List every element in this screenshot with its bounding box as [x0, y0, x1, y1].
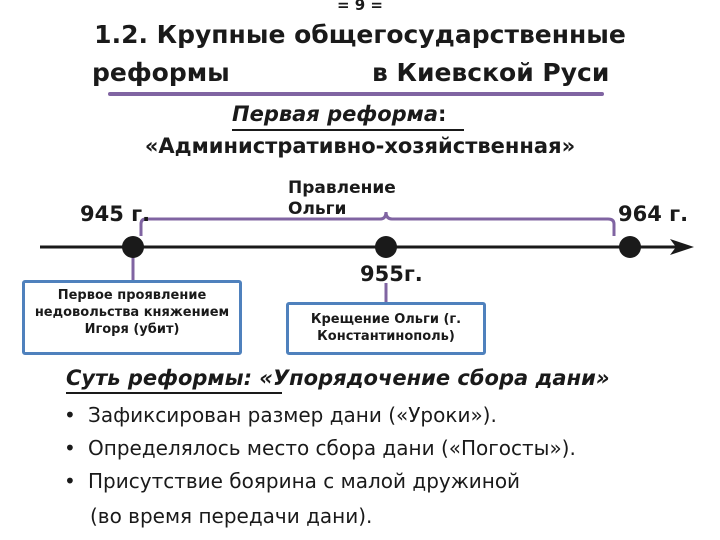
reign-label: Правление Ольги [288, 178, 396, 219]
event2-box: Крещение Ольги (г. Константинополь) [286, 302, 486, 355]
reform-essence: Суть реформы: «Упорядочение сбора дани» [66, 366, 609, 390]
timeline-arrowhead [670, 239, 694, 255]
list-item: • Зафиксирован размер дани («Уроки»). [62, 399, 712, 432]
event1-box: Первое проявление недовольства княжением… [22, 280, 242, 355]
bullet-icon: • [64, 436, 76, 460]
reign-bracket [139, 211, 616, 236]
list-item: • Присутствие боярина с малой дружиной [62, 465, 712, 498]
reform-label-colon: : [438, 102, 447, 126]
page-title-line2-left: реформы [92, 58, 230, 87]
timeline-point-964 [619, 236, 641, 258]
reform-essence-label: Суть реформы [66, 366, 244, 390]
list-item: • Определялось место сбора дани («Погосты… [62, 432, 712, 465]
title-underline [108, 92, 604, 96]
reform-essence-text: : «Упорядочение сбора дани» [243, 366, 610, 390]
reform-name: «Административно-хозяйственная» [144, 134, 576, 158]
list-item-text: Определялось место сбора дани («Погосты»… [88, 436, 576, 460]
reform-essence-underline [66, 392, 282, 394]
page-number: = 9 = [336, 0, 384, 14]
page-title-line2-right: в Киевской Руси [372, 58, 610, 87]
reform-label-text: Первая реформа [232, 102, 439, 126]
bullet-icon: • [64, 403, 76, 427]
timeline-end-year: 964 г. [618, 202, 689, 226]
list-item-continuation: (во время передачи дани). [90, 504, 373, 528]
timeline-mid-year: 955г. [360, 262, 423, 286]
reform-details-list: • Зафиксирован размер дани («Уроки»). • Оп… [62, 399, 712, 498]
timeline-start-year: 945 г. [80, 202, 151, 226]
reform-label-underline [232, 129, 464, 131]
bullet-icon: • [64, 469, 76, 493]
timeline-point-945 [122, 236, 144, 258]
list-item-text: Присутствие боярина с малой дружиной [88, 469, 521, 493]
reform-label: Первая реформа: [232, 102, 446, 126]
list-item-text: Зафиксирован размер дани («Уроки»). [88, 403, 497, 427]
timeline-point-955 [375, 236, 397, 258]
page-title-line1: 1.2. Крупные общегосударственные [94, 20, 626, 49]
